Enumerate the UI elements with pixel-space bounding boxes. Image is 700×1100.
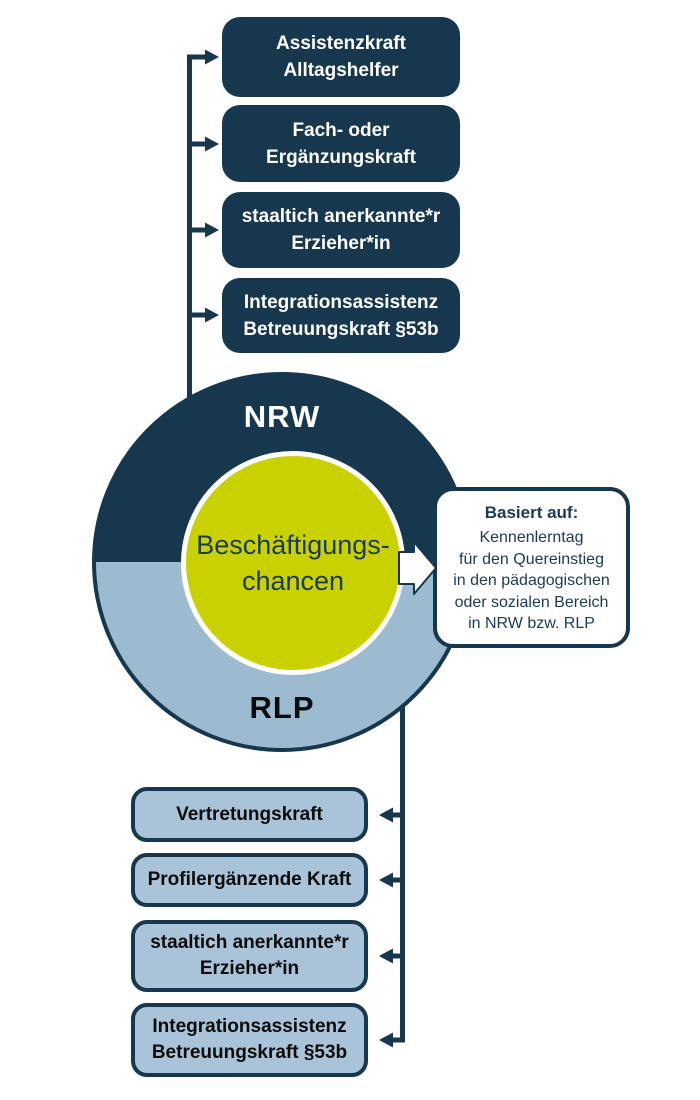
rlp-box-vertretungskraft: Vertretungskraft [131,787,368,842]
note-title: Basiert auf: [484,503,579,522]
nrw-box-fachkraft: Fach- oder Ergänzungskraft [222,105,460,182]
arrow-right-icon [205,136,219,152]
arrow-right-icon [205,49,219,65]
arrow-left-icon [379,1032,393,1048]
rlp-box-profilergaenzende-kraft: Profilergänzende Kraft [131,853,368,907]
box-line: Fach- oder [292,119,390,141]
arrow-right-icon [205,222,219,238]
nrw-region-label: NRW [243,399,321,434]
arrow-left-icon [379,872,393,888]
center-label-line: Beschäftigungs- [196,530,390,560]
box-line: Betreuungskraft §53b [151,1042,348,1063]
note-box: Basiert auf: Kennenlerntag für den Quere… [433,487,630,648]
nrw-connector-trunk [187,54,206,430]
nrw-box-erzieher: staaltich anerkannte*r Erzieher*in [222,192,460,268]
box-line: Assistenzkraft [276,33,406,54]
box-line: Profilergänzende Kraft [147,869,352,890]
box-line: Vertretungskraft [176,803,323,825]
note-line: in NRW bzw. RLP [468,615,595,632]
beschaeftigungschancen-label: Beschäftigungs- chancen [171,527,415,599]
box-line: Erzieher*in [199,958,300,979]
box-line: Erzieher*in [291,233,391,254]
note-body: Kennenlerntag für den Quereinstieg in de… [437,527,626,635]
center-label-line: chancen [241,566,345,596]
rlp-region-label: RLP [249,690,315,725]
rlp-box-erzieher: staaltich anerkannte*r Erzieher*in [131,920,368,992]
beschaeftigungschancen-circle [181,451,405,675]
box-line: Integrationsassistenz [243,291,439,313]
box-line: Ergänzungskraft [266,146,416,168]
arrow-right-icon [205,307,219,323]
note-line: Kennenlerntag [479,529,584,546]
nrw-box-assistenzkraft: Assistenzkraft Alltagshelfer [222,17,460,97]
box-line: Betreuungskraft §53b [243,318,439,340]
arrow-left-icon [379,948,393,964]
box-line: staaltich anerkannte*r [241,206,441,227]
box-line: Integrationsassistenz [152,1016,347,1037]
note-line: für den Quereinstieg [459,550,604,568]
note-line: oder sozialen Bereich [454,593,609,611]
arrow-left-icon [379,807,393,823]
rlp-connector-trunk [392,690,405,1043]
note-line: in den pädagogischen [453,572,610,589]
box-line: Alltagshelfer [283,60,399,81]
box-line: staaltich anerkannte*r [150,932,349,953]
arrow-right-icon [398,541,437,595]
nrw-box-integrationsassistenz: Integrationsassistenz Betreuungskraft §5… [222,278,460,353]
rlp-box-integrationsassistenz: Integrationsassistenz Betreuungskraft §5… [131,1003,368,1077]
